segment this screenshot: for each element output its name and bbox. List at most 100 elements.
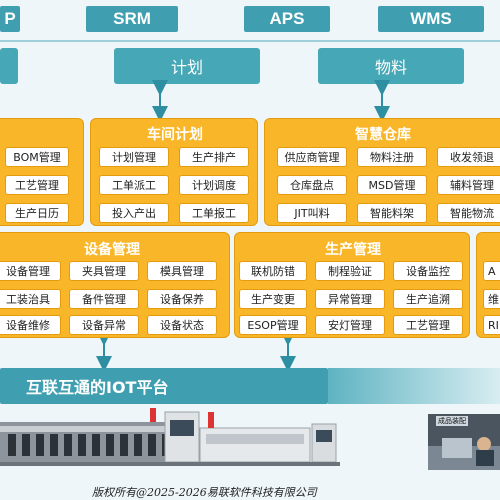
module-title: 智慧仓库 (355, 127, 411, 143)
module-workshop-plan: 车间计划 计划管理 生产排产 工单派工 计划调度 投入产出 工单报工 (90, 118, 258, 226)
cell-label: 制程验证 (328, 265, 372, 278)
module-cell[interactable]: 联机防错 (239, 261, 307, 281)
module-cell[interactable]: 设备维修 (0, 315, 61, 335)
cell-label: 夹具管理 (82, 265, 126, 278)
iot-platform-bar: 互联互通的IOT平台 (0, 368, 328, 404)
cell-label: 收发领退 (450, 151, 494, 164)
cell-label: 物料注册 (370, 151, 414, 164)
module-cell[interactable]: 设备保养 (147, 289, 217, 309)
cell-label: 设备管理 (6, 265, 50, 278)
module-left-partial: BOM管理 工艺管理 生产日历 (0, 118, 84, 226)
cell-label: JIT叫料 (294, 207, 330, 220)
module-cell[interactable]: 仓库盘点 (277, 175, 347, 195)
subsystem-box-left (0, 48, 18, 84)
cell-label: A (488, 264, 496, 278)
module-cell[interactable]: 工单报工 (179, 203, 249, 223)
module-equipment: 设备管理 设备管理 夹具管理 模具管理 工装治具 备件管理 设备保养 设备维修 … (0, 232, 230, 338)
module-cell[interactable]: A (483, 261, 500, 281)
cell-label: BOM管理 (13, 151, 61, 164)
cell-label: 设备监控 (406, 265, 450, 278)
module-production: 生产管理 联机防错 制程验证 设备监控 生产变更 异常管理 生产追溯 ESOP管… (234, 232, 470, 338)
module-cell[interactable]: 供应商管理 (277, 147, 347, 167)
module-cell[interactable]: 制程验证 (315, 261, 385, 281)
assembly-photo: 成品装配 (428, 414, 500, 470)
system-label: P (4, 9, 16, 28)
module-cell[interactable]: 智能物流 (437, 203, 500, 223)
cell-label: 计划管理 (112, 151, 156, 164)
cell-label: 生产变更 (251, 293, 295, 306)
module-cell[interactable]: 生产日历 (5, 203, 69, 223)
cell-label: 智能物流 (450, 207, 494, 220)
cell-label: RI (488, 318, 499, 332)
cell-label: 异常管理 (328, 293, 372, 306)
subsystem-label: 计划 (170, 58, 203, 77)
module-cell[interactable]: 维 (483, 289, 500, 309)
system-label: APS (269, 9, 305, 28)
system-box-p: P (0, 6, 20, 32)
cell-label: 维 (488, 293, 499, 306)
module-cell[interactable]: BOM管理 (5, 147, 69, 167)
copyright-footer: 版权所有@2025-2026易联软件科技有限公司 (92, 486, 317, 499)
system-label: WMS (410, 9, 452, 28)
module-cell[interactable]: 智能料架 (357, 203, 427, 223)
cell-label: ESOP管理 (247, 319, 299, 332)
subsystem-box-material: 物料 (318, 48, 464, 84)
cell-label: MSD管理 (368, 179, 416, 192)
module-cell[interactable]: 夹具管理 (69, 261, 139, 281)
module-cell[interactable]: 生产变更 (239, 289, 307, 309)
subsystem-label: 物料 (374, 58, 407, 77)
cell-label: 仓库盘点 (290, 179, 334, 192)
cell-label: 模具管理 (160, 265, 204, 278)
module-cell[interactable]: 收发领退 (437, 147, 500, 167)
module-cell[interactable]: JIT叫料 (277, 203, 347, 223)
module-right-partial: A 维 RI (476, 232, 500, 338)
cell-label: 投入产出 (112, 207, 156, 220)
module-title: 生产管理 (325, 242, 381, 258)
module-cell[interactable]: 物料注册 (357, 147, 427, 167)
module-cell[interactable]: 模具管理 (147, 261, 217, 281)
cell-label: 工艺管理 (406, 319, 450, 332)
module-cell[interactable]: 设备监控 (393, 261, 463, 281)
top-connector-line (0, 40, 500, 42)
cell-label: 备件管理 (82, 293, 126, 306)
iot-bar-extension (328, 368, 500, 404)
smt-production-line-illustration (0, 408, 340, 466)
module-cell[interactable]: 生产排产 (179, 147, 249, 167)
cell-label: 安灯管理 (328, 319, 372, 332)
module-cell[interactable]: 设备管理 (0, 261, 61, 281)
module-cell[interactable]: 设备状态 (147, 315, 217, 335)
module-cell[interactable]: 备件管理 (69, 289, 139, 309)
module-cell[interactable]: ESOP管理 (239, 315, 307, 335)
cell-label: 工装治具 (6, 293, 50, 306)
module-cell[interactable]: 生产追溯 (393, 289, 463, 309)
module-cell[interactable]: 工艺管理 (5, 175, 69, 195)
module-title: 车间计划 (147, 127, 203, 143)
module-cell[interactable]: 工艺管理 (393, 315, 463, 335)
cell-label: 智能料架 (370, 207, 414, 220)
cell-label: 设备状态 (160, 319, 204, 332)
module-title: 设备管理 (84, 242, 140, 258)
cell-label: 工艺管理 (15, 179, 59, 192)
module-cell[interactable]: MSD管理 (357, 175, 427, 195)
cell-label: 设备异常 (82, 319, 126, 332)
system-box-aps: APS (244, 6, 330, 32)
module-cell[interactable]: 安灯管理 (315, 315, 385, 335)
cell-label: 生产追溯 (406, 293, 450, 306)
module-cell[interactable]: 工单派工 (99, 175, 169, 195)
module-cell[interactable]: 设备异常 (69, 315, 139, 335)
system-box-wms: WMS (378, 6, 484, 32)
module-cell[interactable]: 计划管理 (99, 147, 169, 167)
module-cell[interactable]: RI (483, 315, 500, 335)
module-cell[interactable]: 异常管理 (315, 289, 385, 309)
cell-label: 生产排产 (192, 151, 236, 164)
photo-label: 成品装配 (436, 416, 468, 426)
iot-platform-title: 互联互通的IOT平台 (26, 378, 169, 397)
module-cell[interactable]: 辅料管理 (437, 175, 500, 195)
system-box-srm: SRM (86, 6, 178, 32)
module-cell[interactable]: 投入产出 (99, 203, 169, 223)
module-cell[interactable]: 工装治具 (0, 289, 61, 309)
cell-label: 供应商管理 (284, 151, 340, 164)
module-smart-warehouse: 智慧仓库 供应商管理 物料注册 收发领退 仓库盘点 MSD管理 辅料管理 JIT… (264, 118, 500, 226)
module-cell[interactable]: 计划调度 (179, 175, 249, 195)
